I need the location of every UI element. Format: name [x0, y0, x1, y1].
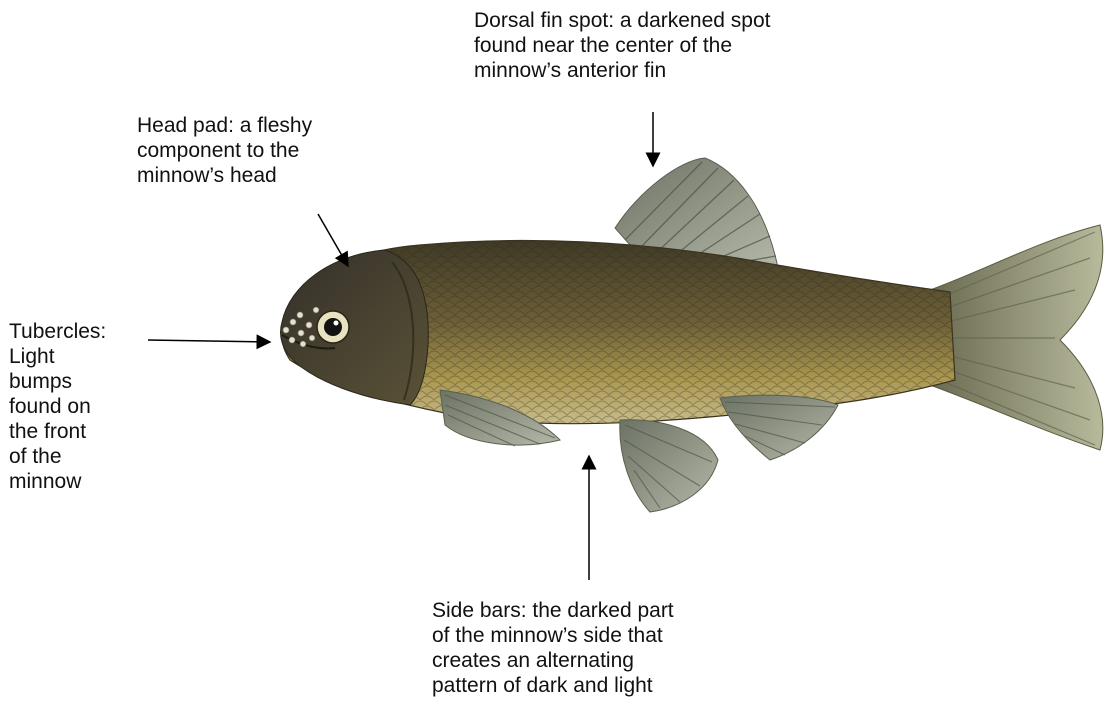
- eye: [317, 311, 349, 343]
- tubercles-label: Tubercles: Light bumps found on the fron…: [9, 319, 139, 494]
- tubercles-arrow: [148, 340, 270, 342]
- head-pad-arrow: [318, 214, 348, 266]
- dorsal-fin-spot-label: Dorsal fin spot: a darkened spot found n…: [474, 8, 854, 83]
- head-pad-label: Head pad: a fleshy component to the minn…: [137, 113, 377, 188]
- fish-head: [281, 250, 429, 405]
- side-bars-label: Side bars: the darked part of the minnow…: [432, 598, 792, 698]
- pelvic-fin: [620, 420, 718, 512]
